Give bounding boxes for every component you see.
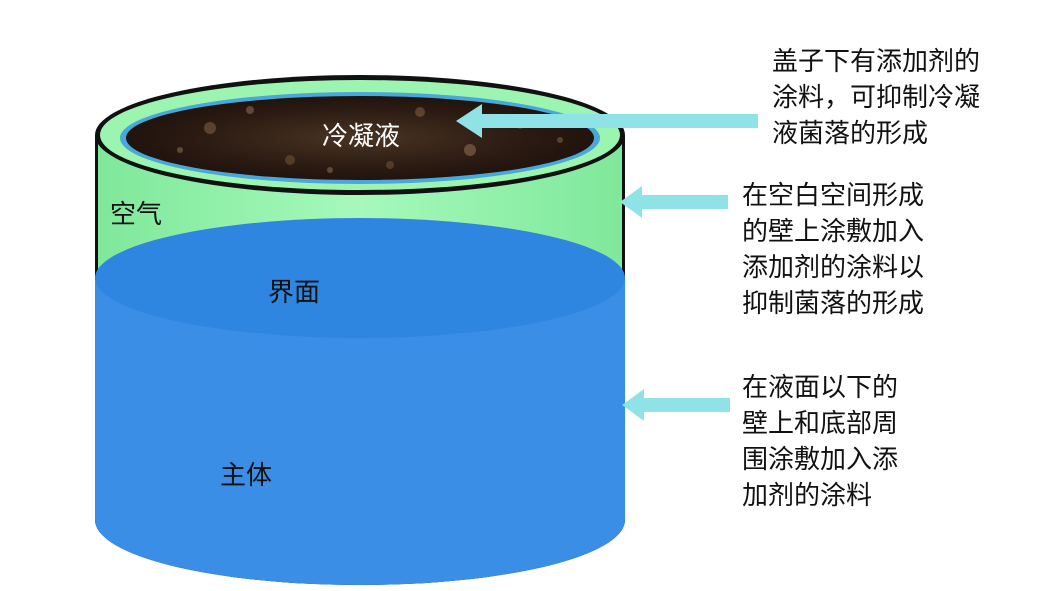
label-body: 主体: [220, 461, 273, 491]
annotation-line: 盖子下有添加剂的: [772, 47, 981, 77]
annotation-line: 添加剂的涂料以: [742, 253, 925, 283]
annotation-line: 的壁上涂敷加入: [742, 217, 925, 247]
annotation-line: 在空白空间形成: [742, 181, 925, 211]
annotation-line: 在液面以下的: [742, 373, 899, 403]
label-air: 空气: [110, 200, 163, 230]
annotation-below: 在液面以下的 壁上和底部周 围涂敷加入添 加剂的涂料: [742, 370, 898, 514]
annotation-line: 壁上和底部周: [742, 409, 899, 439]
label-interface: 界面: [268, 278, 321, 308]
arrow-lid: [456, 104, 758, 138]
annotation-lid: 盖子下有添加剂的 涂料，可抑制冷凝 液菌落的形成: [772, 44, 980, 152]
liquid-surface: [95, 218, 625, 338]
annotation-headspace: 在空白空间形成 的壁上涂敷加入 添加剂的涂料以 抑制菌落的形成: [742, 178, 924, 322]
arrow-below: [622, 389, 730, 421]
liquid-body: [95, 280, 625, 585]
annotation-line: 加剂的涂料: [742, 481, 873, 511]
annotation-line: 涂料，可抑制冷凝: [772, 83, 981, 113]
annotation-line: 抑制菌落的形成: [742, 289, 925, 319]
arrow-headspace: [620, 186, 728, 218]
annotation-line: 围涂敷加入添: [742, 445, 899, 475]
label-condensate: 冷凝液: [322, 122, 401, 152]
annotation-line: 液菌落的形成: [772, 119, 929, 149]
